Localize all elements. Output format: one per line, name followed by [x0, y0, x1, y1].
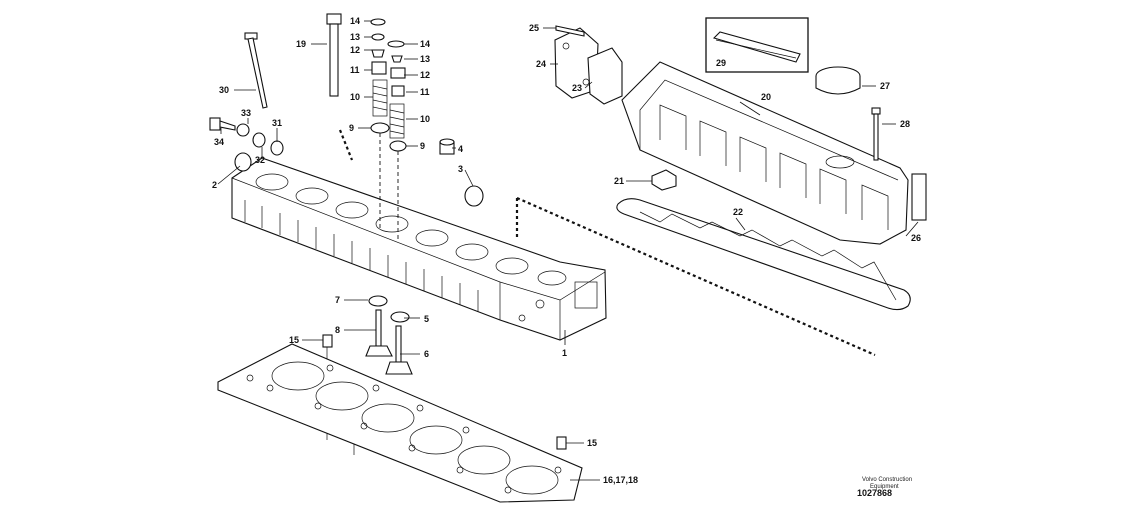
insert-26: [911, 173, 927, 221]
callout-12-left: 12: [350, 45, 360, 55]
callout-12-right: 12: [420, 70, 430, 80]
valve-cover: [621, 61, 909, 245]
callout-2: 2: [212, 180, 217, 190]
seal-7: [368, 295, 388, 307]
callout-14-right: 14: [420, 39, 430, 49]
screw-34: [209, 117, 236, 131]
drawing-credit: Volvo Construction Equipment 1027868: [857, 477, 912, 498]
dashed-outline-left: [338, 129, 354, 161]
cup-4: [439, 138, 455, 155]
callout-5: 5: [424, 314, 429, 324]
callout-30: 30: [219, 85, 229, 95]
dowel-15a: [322, 334, 333, 348]
filler-cap-27: [815, 66, 861, 95]
callout-23: 23: [572, 83, 582, 93]
seal-5: [390, 311, 410, 323]
callout-labels: 1 2 3 4 5 6 7 8 9 9 10 10 11 11 12 12 13…: [212, 16, 921, 485]
callout-33: 33: [241, 108, 251, 118]
dowel-15b: [556, 436, 567, 450]
callout-13-left: 13: [350, 32, 360, 42]
callout-19: 19: [296, 39, 306, 49]
callout-16-17-18: 16,17,18: [603, 475, 638, 485]
callout-9-left: 9: [349, 123, 354, 133]
leader-lines: [217, 20, 919, 481]
dashed-outline-cover: [516, 196, 876, 357]
credit-line-1: Volvo Construction: [862, 477, 912, 483]
clip-21: [651, 169, 677, 191]
callout-15-upper: 15: [289, 335, 299, 345]
callout-20: 20: [761, 92, 771, 102]
callout-26: 26: [911, 233, 921, 243]
callout-11-left: 11: [350, 65, 360, 75]
callout-24: 24: [536, 59, 546, 69]
callout-4: 4: [458, 144, 463, 154]
head-gasket: [217, 343, 583, 503]
washer-31: [270, 140, 284, 156]
callout-29: 29: [716, 58, 726, 68]
credit-line-2: Equipment: [870, 484, 899, 490]
callout-9-right: 9: [420, 141, 425, 151]
gasket-23: [587, 47, 623, 105]
seal-32: [252, 132, 266, 148]
callout-11-right: 11: [420, 87, 430, 97]
callout-1: 1: [562, 348, 567, 358]
bolt-25: [555, 25, 585, 37]
valve-6: [385, 325, 413, 375]
callout-13-right: 13: [420, 54, 430, 64]
callout-31: 31: [272, 118, 282, 128]
bolt-30: [244, 32, 268, 109]
callout-25: 25: [529, 23, 539, 33]
callout-15-lower: 15: [587, 438, 597, 448]
washer-33: [236, 123, 250, 137]
bolt-28: [871, 107, 881, 161]
valve-train-right: [387, 40, 407, 240]
inset-box-29: [705, 17, 809, 73]
callout-3: 3: [458, 164, 463, 174]
valve-8: [365, 309, 393, 357]
callout-34: 34: [214, 137, 224, 147]
callout-10-right: 10: [420, 114, 430, 124]
callout-14-left: 14: [350, 16, 360, 26]
callout-27: 27: [880, 81, 890, 91]
callout-8: 8: [335, 325, 340, 335]
callout-28: 28: [900, 119, 910, 129]
valve-train-left: [370, 18, 390, 230]
cylinder-head: [231, 157, 607, 341]
callout-6: 6: [424, 349, 429, 359]
callout-21: 21: [614, 176, 624, 186]
callout-22: 22: [733, 207, 743, 217]
drawing-reference-number: 1027868: [857, 488, 892, 498]
callout-32: 32: [255, 155, 265, 165]
callout-7: 7: [335, 295, 340, 305]
plug-3: [464, 185, 484, 207]
callout-10-left: 10: [350, 92, 360, 102]
bolt-19: [326, 13, 342, 97]
cover-gasket: [616, 198, 911, 311]
